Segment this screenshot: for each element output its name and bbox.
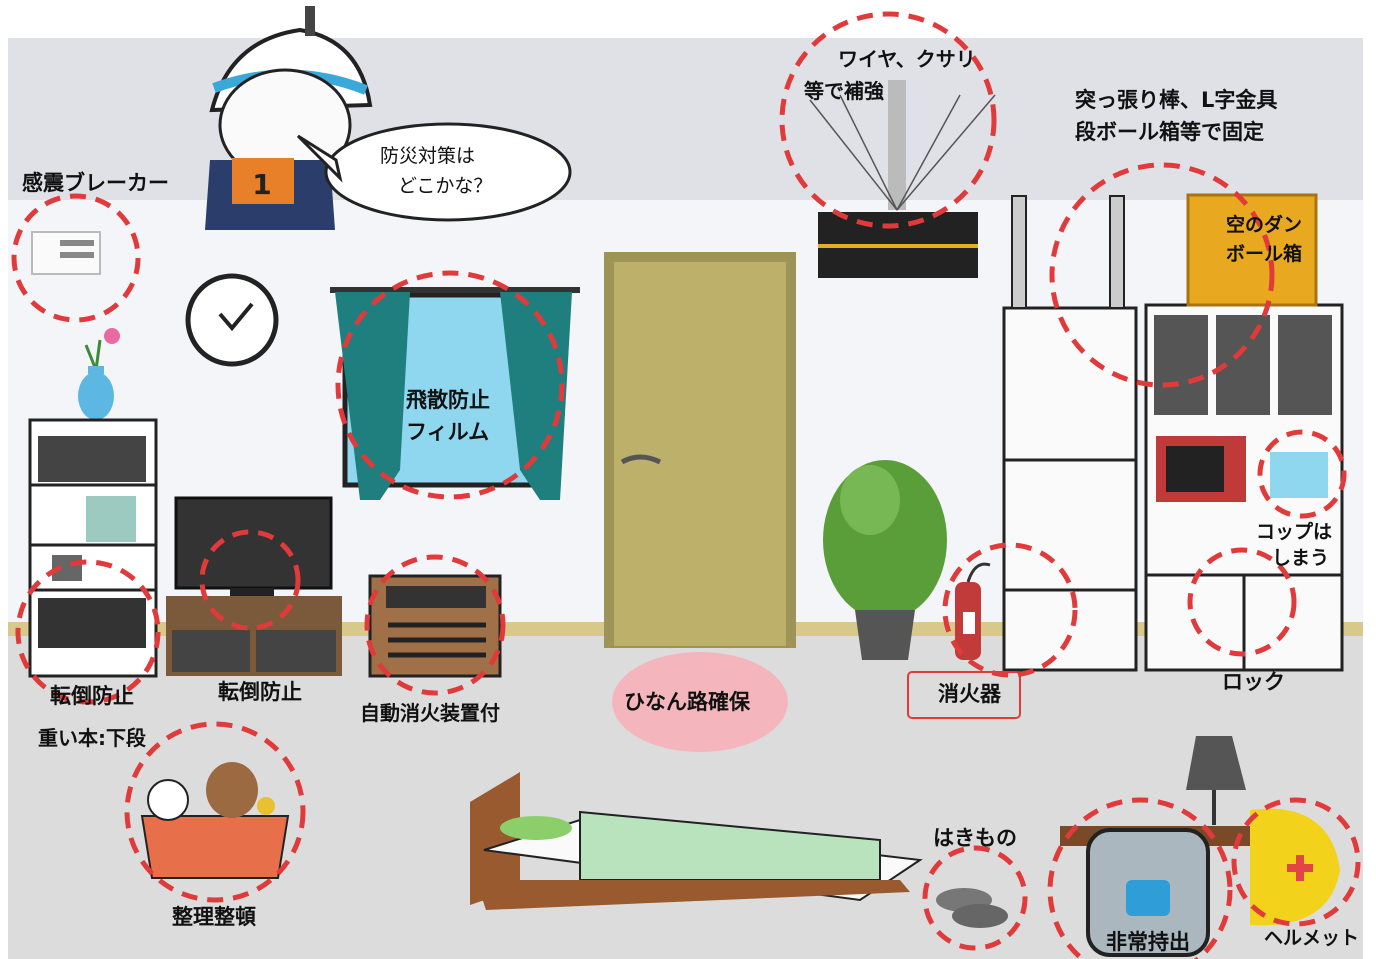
label-helmet: ヘルメット	[1264, 927, 1360, 949]
evacuation-route-highlight	[612, 652, 788, 752]
breaker-highlight-circle	[11, 193, 141, 323]
heater-highlight-circle	[364, 554, 506, 696]
fridge-highlight-circle	[942, 542, 1078, 678]
extinguisher-label-box	[907, 671, 1021, 719]
film-highlight-circle	[335, 270, 565, 500]
slippers	[936, 888, 1008, 928]
label-film-1: 飛散防止	[406, 388, 490, 412]
toy-box	[140, 762, 290, 879]
vase	[78, 328, 120, 420]
door	[604, 252, 796, 648]
label-wire-2: 等で補強	[804, 79, 884, 103]
bed	[470, 772, 923, 910]
slippers-highlight-circle	[922, 845, 1028, 951]
refrigerator	[1002, 195, 1138, 672]
brace-highlight-circle	[1049, 162, 1275, 388]
earthquake-breaker-panel	[31, 231, 101, 275]
label-tv-fall: 転倒防止	[218, 680, 302, 704]
television	[166, 496, 342, 676]
label-shelf-fall: 転倒防止	[50, 684, 134, 708]
lock-highlight-circle	[1187, 547, 1297, 657]
label-heater: 自動消火装置付	[360, 701, 500, 725]
heater	[368, 574, 502, 678]
label-heavy-books: 重い本:下段	[38, 726, 146, 750]
label-film-2: フィルム	[406, 420, 490, 444]
label-lock: ロック	[1222, 670, 1285, 694]
speech-bubble	[296, 122, 572, 222]
bookshelf-highlight-circle	[15, 559, 161, 705]
label-evacuation: ひなん路確保	[624, 690, 750, 714]
label-wire-1: ワイヤ、クサリ	[838, 47, 976, 71]
speech-line-1: 防災対策は	[380, 145, 476, 167]
label-emergency-bag: 非常持出	[1106, 930, 1190, 954]
label-box-1: 空のダン	[1226, 214, 1303, 236]
helmet-highlight-circle	[1231, 797, 1361, 927]
label-box-2: ボール箱	[1226, 243, 1303, 265]
label-tidy: 整理整頓	[172, 905, 256, 929]
tv-highlight-circle	[199, 529, 301, 631]
wire-highlight-circle	[779, 11, 997, 229]
fire-extinguisher	[955, 562, 991, 660]
emergency-backpack	[1086, 828, 1210, 957]
label-cups-2: しまう	[1272, 547, 1330, 569]
toys-highlight-circle	[124, 721, 306, 903]
mascot-number: 1	[252, 168, 271, 201]
backpack-highlight-circle	[1047, 797, 1233, 959]
label-footwear: はきもの	[933, 826, 1017, 850]
label-brace-1: 突っ張り棒、L字金具	[1075, 88, 1278, 112]
helmet	[1250, 808, 1340, 926]
cups-highlight-circle	[1257, 429, 1347, 519]
bookshelf	[28, 418, 158, 678]
clock	[185, 273, 279, 367]
cupboard	[1144, 303, 1344, 672]
label-breaker: 感震ブレーカー	[22, 171, 169, 195]
label-brace-2: 段ボール箱等で固定	[1075, 120, 1264, 144]
label-cups-1: コップは	[1256, 521, 1333, 543]
label-extinguisher: 消火器	[938, 682, 1001, 706]
house-plant	[823, 460, 947, 660]
speech-line-2: どこかな？	[398, 175, 493, 197]
